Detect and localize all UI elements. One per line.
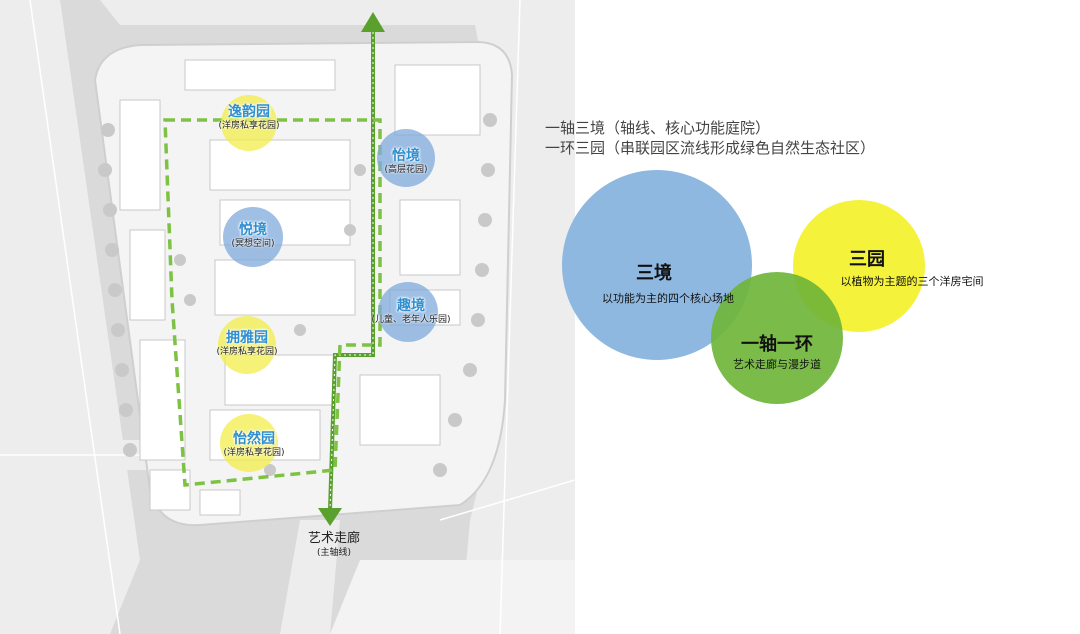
- zone-label-yiyun: 逸韵园 (洋房私享花园): [218, 104, 279, 132]
- zone-name: 逸韵园: [228, 104, 270, 120]
- zone-name: 拥雅园: [226, 330, 268, 346]
- venn-sub-sanyuan: 以植物为主题的三个洋房宅间: [840, 275, 984, 288]
- axis-label: 艺术走廊 (主轴线): [308, 531, 360, 559]
- venn-sub-sanjing: 以功能为主的四个核心场地: [602, 292, 734, 305]
- venn-sub-axis-ring: 艺术走廊与漫步道: [733, 358, 821, 371]
- zone-sub: (冥想空间): [231, 239, 275, 249]
- axis-arrow-top: [361, 12, 385, 32]
- site-plan: [0, 0, 575, 634]
- trees: [98, 113, 497, 477]
- venn-title-axis-ring: 一轴一环: [741, 334, 813, 355]
- zone-circle-yongya: [218, 316, 276, 374]
- axis-label-title: 艺术走廊: [307, 531, 361, 546]
- zone-circle-yijing: [377, 129, 435, 187]
- axis-label-sub: (主轴线): [316, 548, 352, 558]
- venn-circle-axis-ring: [711, 272, 843, 404]
- venn-diagram: [562, 170, 925, 404]
- zone-label-yijing: 怡境 (高层花园): [384, 148, 427, 176]
- zone-sub: (洋房私享花园): [216, 347, 278, 357]
- venn-title-sanjing: 三境: [636, 263, 672, 284]
- zone-name: 悦境: [239, 222, 267, 238]
- zone-label-qujing: 趣境 (儿童、老年人乐园): [371, 298, 450, 326]
- zone-sub: (儿童、老年人乐园): [371, 315, 451, 325]
- zone-name: 怡境: [392, 148, 420, 164]
- zone-circle-yuejing: [223, 207, 283, 267]
- zone-label-yiran: 怡然园 (洋房私享花园): [223, 431, 284, 459]
- description-line-1: 一轴三境（轴线、核心功能庭院）: [545, 119, 771, 137]
- zone-sub: (洋房私享花园): [218, 121, 280, 131]
- zone-circle-yiyun: [221, 95, 277, 151]
- zone-circle-qujing: [378, 282, 438, 342]
- zone-sub: (洋房私享花园): [223, 448, 285, 458]
- zone-name: 怡然园: [233, 431, 275, 447]
- venn-title-sanyuan: 三园: [849, 249, 885, 270]
- description-line-2: 一环三园（串联园区流线形成绿色自然生态社区）: [545, 139, 876, 157]
- zone-label-yuejing: 悦境 (冥想空间): [231, 222, 274, 250]
- zone-label-yongya: 拥雅园 (洋房私享花园): [216, 330, 277, 358]
- axis-arrow-bottom: [318, 508, 342, 526]
- venn-circle-sanjing: [562, 170, 752, 360]
- main-axis: [318, 12, 385, 526]
- buildings: [119, 59, 481, 516]
- zone-circle-yiran: [220, 414, 278, 472]
- road-markings: [0, 0, 575, 634]
- zone-circles: [218, 95, 438, 472]
- zone-sub: (高层花园): [384, 165, 428, 175]
- zone-name: 趣境: [397, 298, 425, 314]
